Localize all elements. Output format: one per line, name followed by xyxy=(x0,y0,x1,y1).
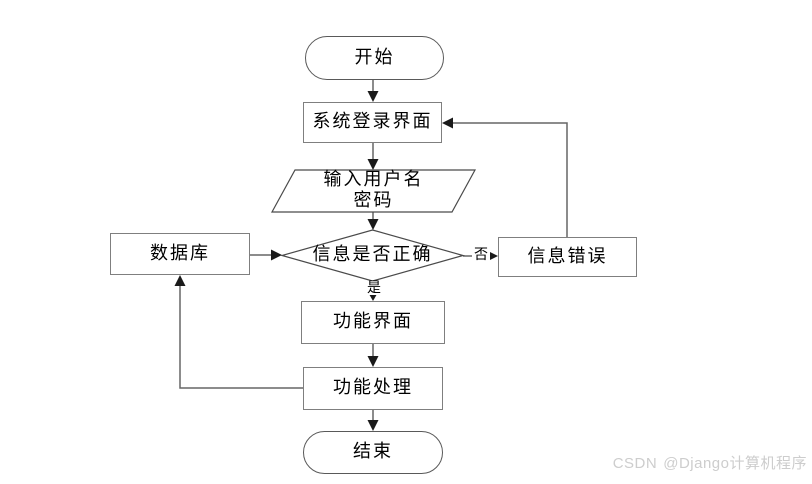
node-login-label: 系统登录界面 xyxy=(312,111,433,133)
arrow-right-icon xyxy=(271,249,282,261)
node-end-label: 结束 xyxy=(353,441,393,463)
node-func-proc: 功能处理 xyxy=(303,367,443,410)
arrow-down-icon xyxy=(367,91,379,102)
arrow-left-icon xyxy=(442,117,453,129)
node-start: 开始 xyxy=(305,36,444,80)
node-error: 信息错误 xyxy=(498,237,637,277)
arrow-down-icon xyxy=(367,159,379,170)
edge-funcproc-database xyxy=(179,284,303,389)
edge-label-no: 否 xyxy=(472,247,490,263)
watermark-brand: CSDN xyxy=(612,455,658,472)
arrow-down-icon xyxy=(367,420,379,431)
node-func-ui-label: 功能界面 xyxy=(333,311,413,333)
arrow-down-icon xyxy=(367,219,379,230)
node-end: 结束 xyxy=(303,431,443,474)
node-start-label: 开始 xyxy=(354,46,395,68)
node-login: 系统登录界面 xyxy=(303,102,442,143)
node-database: 数据库 xyxy=(110,233,250,275)
edge-label-yes: 是 xyxy=(365,280,383,296)
node-database-label: 数据库 xyxy=(150,242,210,264)
node-input-shape xyxy=(270,169,477,213)
node-error-label: 信息错误 xyxy=(527,245,608,267)
arrow-down-icon xyxy=(369,294,377,301)
node-func-proc-label: 功能处理 xyxy=(333,377,413,399)
arrow-down-icon xyxy=(367,356,379,367)
watermark: CSDN @Django计算机程序 xyxy=(613,452,807,473)
watermark-handle: @Django计算机程序 xyxy=(663,455,807,472)
edge-error-login xyxy=(451,122,568,237)
node-decision-shape xyxy=(279,229,466,282)
arrow-up-icon xyxy=(174,275,186,286)
arrow-right-icon xyxy=(490,252,498,260)
node-func-ui: 功能界面 xyxy=(301,301,445,344)
